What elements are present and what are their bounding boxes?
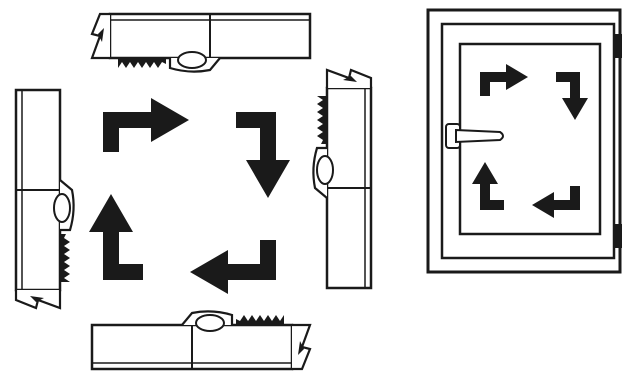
- clip-icon: [312, 68, 373, 290]
- arrow-icon: [190, 240, 276, 294]
- right-panel: [426, 8, 622, 274]
- arrow-icon: [236, 112, 290, 198]
- arrow-icon: [103, 98, 189, 152]
- handle-icon: [445, 123, 504, 149]
- hinge-icon: [614, 224, 622, 248]
- clip-icon: [14, 88, 75, 310]
- arrow-icon: [89, 194, 143, 280]
- clip-icon: [90, 310, 312, 371]
- left-panel: [14, 12, 373, 371]
- hinge-icon: [614, 34, 622, 58]
- clip-icon: [90, 12, 312, 73]
